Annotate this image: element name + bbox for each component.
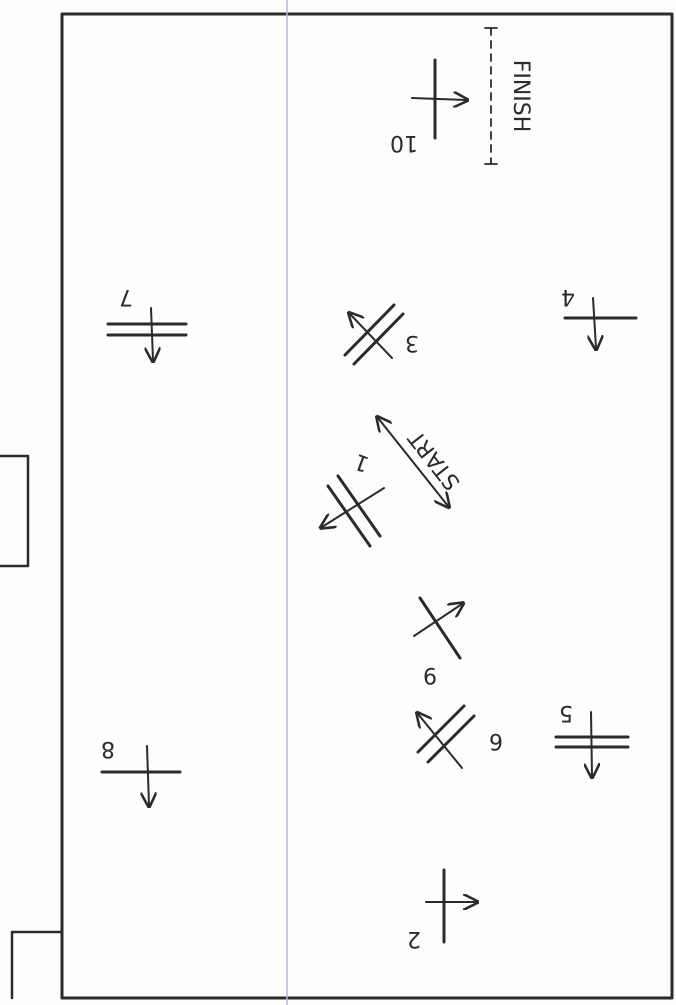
finish-label: FINISH (508, 60, 533, 133)
corner-box (10, 930, 64, 1000)
obstacle-8-label: 8 (101, 736, 115, 761)
obstacle-9: 9 (413, 596, 462, 687)
obstacle-2-label: 2 (407, 926, 421, 951)
gate-left (0, 454, 30, 568)
start-line: START (378, 418, 466, 506)
obstacle-1: 1 (322, 448, 385, 548)
arena-outline (60, 12, 674, 1000)
obstacle-2: 2 (407, 868, 476, 951)
obstacle-8: 8 (100, 736, 182, 805)
finish-line: FINISH (484, 27, 533, 165)
obstacle-7-label: 7 (119, 284, 133, 309)
obstacle-5: 5 (554, 700, 630, 776)
obstacle-9-label: 9 (423, 662, 437, 687)
obstacle-3: 3 (343, 303, 419, 366)
obstacle-7: 7 (106, 284, 188, 360)
obstacle-10-label: 10 (390, 130, 418, 155)
obstacle-3-label: 3 (405, 330, 419, 355)
start-label: START (404, 425, 466, 494)
obstacle-6-label: 6 (489, 728, 503, 753)
obstacle-10: 10 (390, 58, 466, 155)
obstacle-1-label: 1 (351, 448, 373, 476)
obstacle-4-label: 4 (561, 284, 575, 309)
obstacle-6: 6 (418, 704, 503, 769)
obstacle-5-label: 5 (559, 700, 573, 725)
obstacle-4: 4 (561, 284, 638, 348)
